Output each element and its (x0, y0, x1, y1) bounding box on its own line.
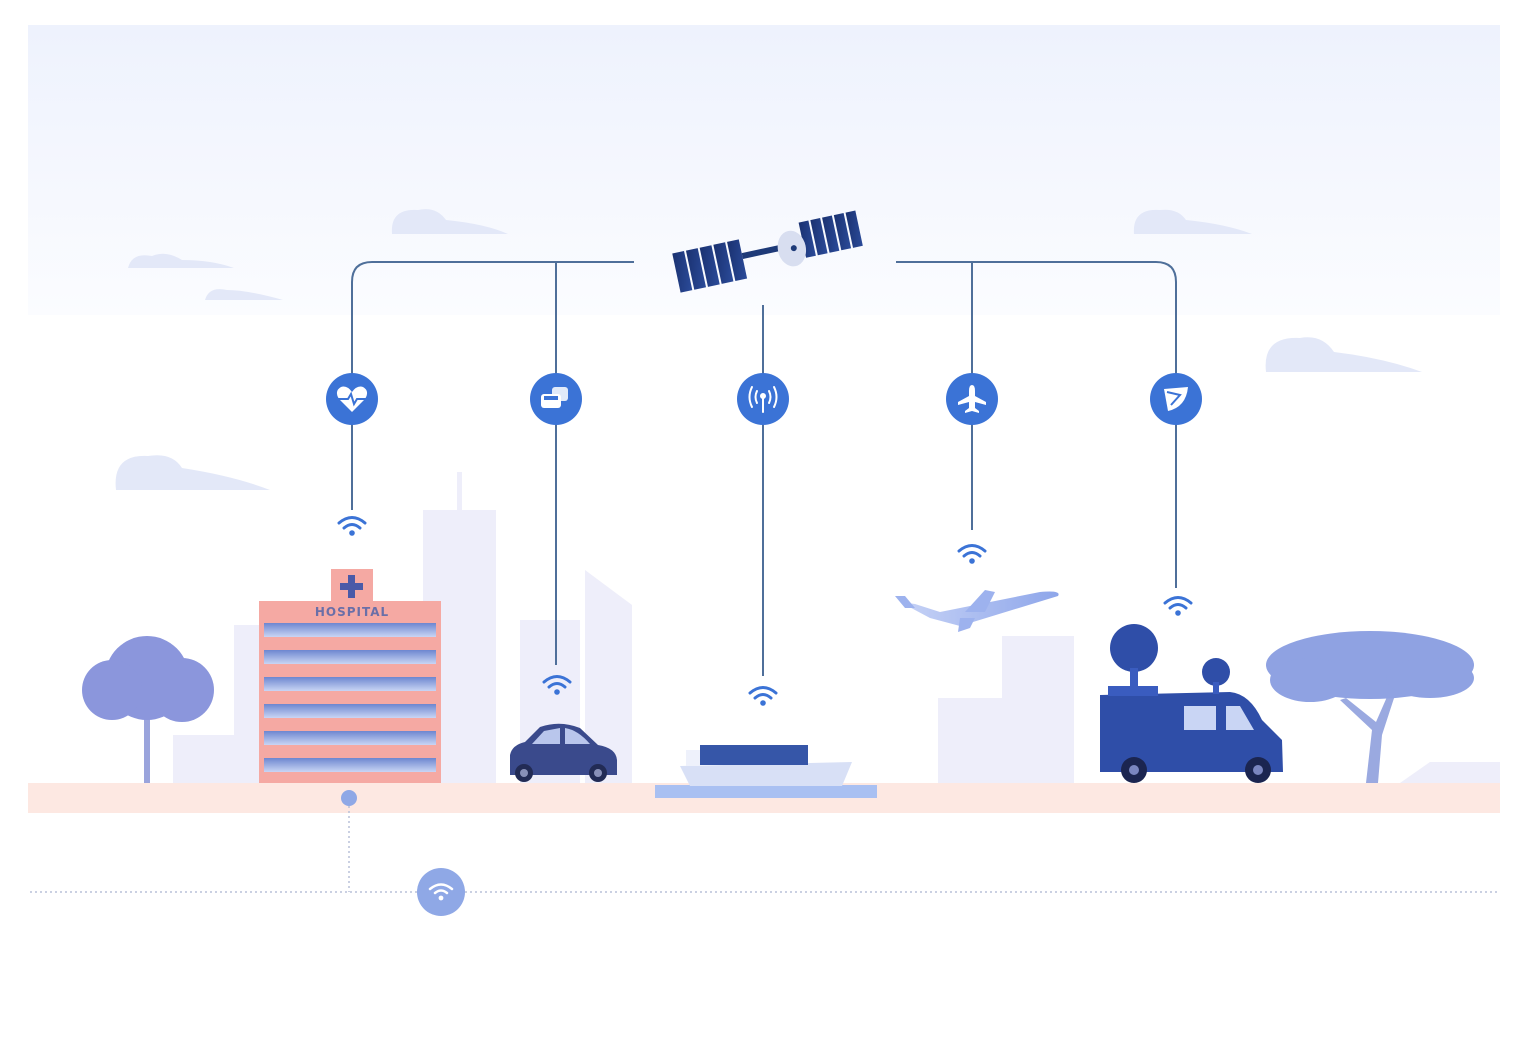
broadcast-van (1100, 624, 1283, 783)
satellite-dish-icon (1164, 387, 1188, 411)
ground-node (341, 790, 357, 806)
cloud (115, 455, 270, 490)
hub-health[interactable] (326, 373, 378, 425)
cargo-ship (655, 745, 877, 798)
antenna-signal-icon (748, 386, 778, 413)
wifi-icon (1163, 596, 1193, 618)
cloud (391, 209, 508, 234)
hub-satellite-dish[interactable] (1150, 373, 1202, 425)
wifi-icon (428, 883, 454, 901)
cloud (128, 253, 234, 268)
wifi-icon (748, 686, 778, 708)
wifi-icon (337, 516, 367, 538)
sky-background (28, 25, 1500, 315)
satellite-dish-large (1110, 624, 1158, 672)
hub-traffic[interactable] (530, 373, 582, 425)
tree-right (1266, 631, 1474, 783)
cloud (1265, 337, 1422, 372)
cross-icon (340, 575, 363, 598)
satellite-dish-small (1202, 658, 1230, 686)
cars-icon (541, 387, 568, 408)
cloud (205, 289, 283, 300)
hospital-building: HOSPITAL (259, 569, 441, 783)
satellite (672, 210, 863, 293)
airplane (895, 590, 1059, 632)
hospital-sign: HOSPITAL (315, 605, 389, 619)
hub-aviation[interactable] (946, 373, 998, 425)
car (510, 723, 617, 782)
tree-left (82, 636, 214, 783)
cloud (1133, 209, 1252, 234)
wifi-icon (957, 544, 987, 566)
timeline-wifi-marker[interactable] (417, 868, 465, 916)
clouds (115, 209, 1422, 490)
hub-broadcast[interactable] (737, 373, 789, 425)
airplane-icon (958, 385, 986, 413)
